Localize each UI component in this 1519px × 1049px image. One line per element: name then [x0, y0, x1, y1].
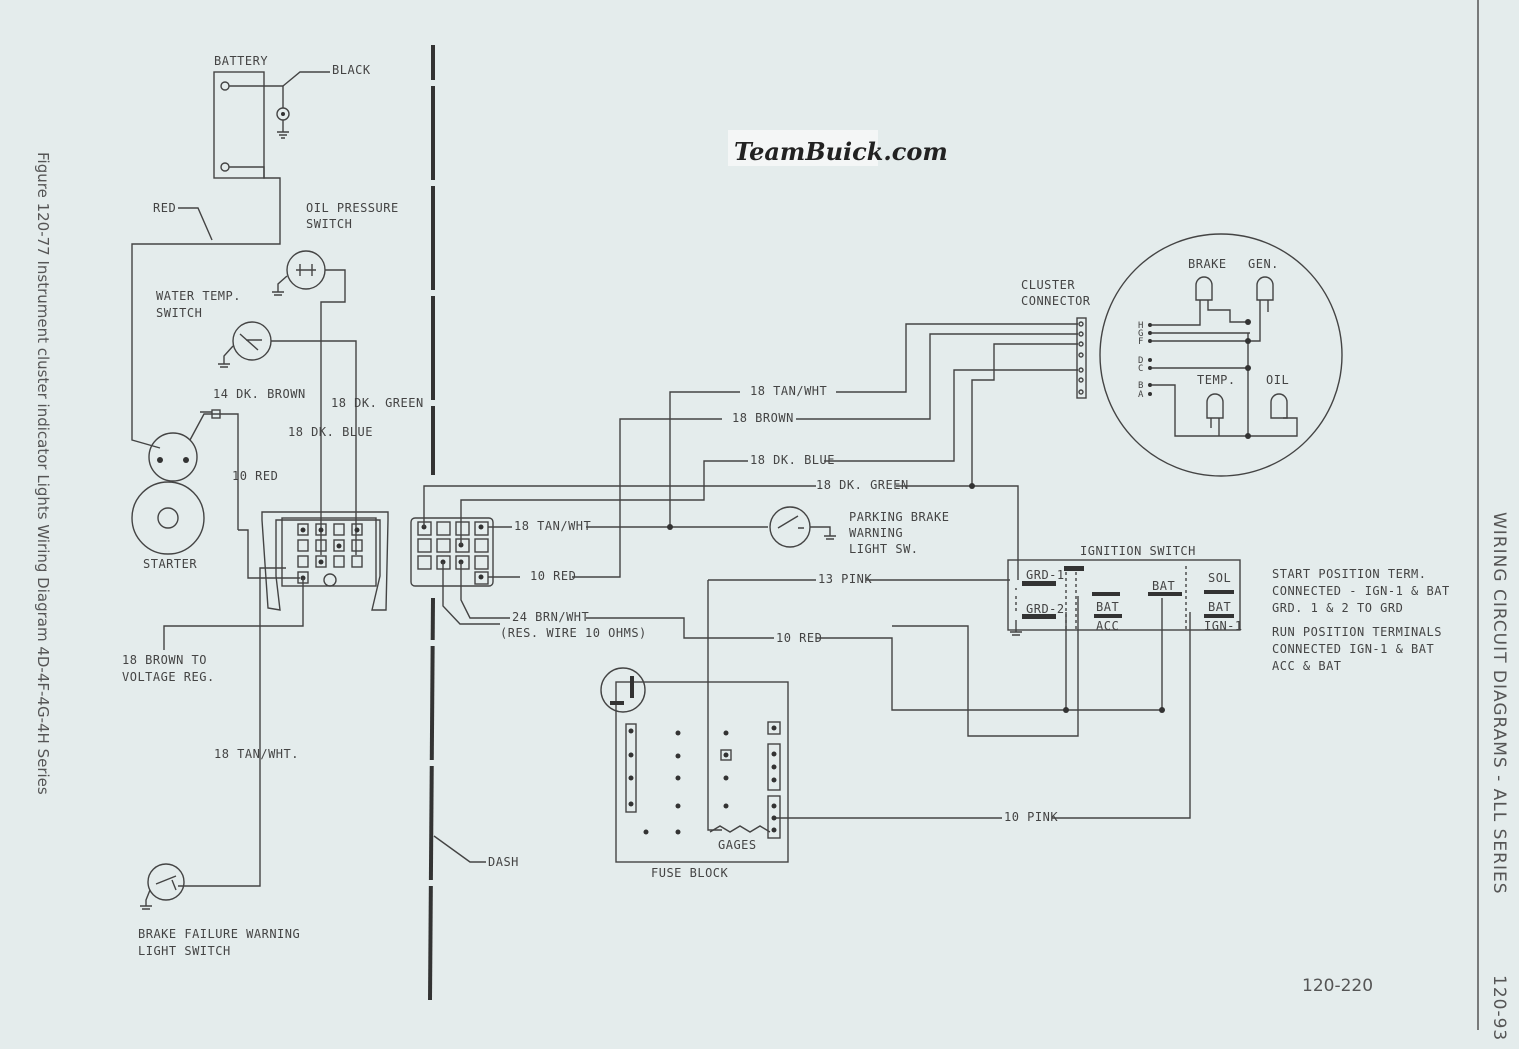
bulkhead-connector-dash	[410, 517, 494, 587]
wire-18-tan-wht-top-label: 18 TAN/WHT	[750, 384, 827, 398]
parking-brake-switch-label-1: PARKING BRAKE	[849, 510, 949, 524]
ign-grd2-label: GRD-2	[1026, 602, 1065, 616]
wire-brown-voltage-reg-label-1: 18 BROWN TO	[122, 653, 207, 667]
wire-24-brn-wht-label-2: (RES. WIRE 10 OHMS)	[500, 626, 647, 640]
ign-bat-ign-label: BAT	[1208, 600, 1231, 614]
cluster-connector	[1076, 317, 1087, 399]
wire-10-pink-label: 10 PINK	[1004, 810, 1058, 824]
parking-brake-switch-label-3: LIGHT SW.	[849, 542, 919, 556]
gages-label: GAGES	[718, 838, 757, 852]
cluster-brake-label: BRAKE	[1188, 257, 1227, 271]
cluster-pin-a: A	[1138, 390, 1144, 400]
oil-pressure-switch	[286, 250, 326, 290]
note-start-3: GRD. 1 & 2 TO GRD	[1272, 601, 1403, 615]
ignition-switch	[1007, 559, 1241, 631]
wire-18-dk-blue-label: 18 DK. BLUE	[750, 453, 835, 467]
cluster-connector-label-1: CLUSTER	[1021, 278, 1075, 292]
cluster-gen-label: GEN.	[1248, 257, 1279, 271]
cluster-pin-f: F	[1138, 337, 1143, 347]
figure-caption: Figure 120-77 Instrument cluster indicat…	[34, 152, 52, 795]
note-run-1: RUN POSITION TERMINALS	[1272, 625, 1442, 639]
note-run-3: ACC & BAT	[1272, 659, 1342, 673]
wire-10-red-lower-label: 10 RED	[776, 631, 822, 645]
battery	[213, 71, 290, 179]
dash-label: DASH	[488, 855, 519, 869]
water-temp-switch-label-1: WATER TEMP.	[156, 289, 241, 303]
wire-10-red-left-label: 10 RED	[232, 469, 278, 483]
wire-18-dk-blue-left-label: 18 DK. BLUE	[288, 425, 373, 439]
wire-18-dk-green-left-label: 18 DK. GREEN	[331, 396, 424, 410]
brake-failure-switch-label-1: BRAKE FAILURE WARNING	[138, 927, 300, 941]
wire-brown-voltage-reg-label-2: VOLTAGE REG.	[122, 670, 215, 684]
brake-failure-switch	[147, 863, 185, 901]
page-number: 120-93	[1489, 975, 1509, 1041]
cluster-pin-c: C	[1138, 364, 1143, 374]
ign-bat-acc-label: BAT	[1096, 600, 1119, 614]
water-temp-switch	[232, 321, 272, 361]
note-run-2: CONNECTED IGN-1 & BAT	[1272, 642, 1434, 656]
wire-14-dk-brown-label: 14 DK. BROWN	[213, 387, 306, 401]
bulkhead-connector-engine	[261, 511, 389, 611]
wire-18-brown-label: 18 BROWN	[732, 411, 794, 425]
cluster-temp-label: TEMP.	[1197, 373, 1236, 387]
parking-brake-switch	[769, 506, 811, 548]
ign-bat-mid-label: BAT	[1152, 579, 1175, 593]
ignition-switch-label: IGNITION SWITCH	[1080, 544, 1196, 558]
wire-13-pink-label: 13 PINK	[818, 572, 872, 586]
fuse-block-label: FUSE BLOCK	[651, 866, 729, 880]
wire-10-red-mid-label: 10 RED	[530, 569, 576, 583]
wire-black-label: BLACK	[332, 63, 371, 77]
fuse-block	[600, 667, 789, 863]
oil-pressure-switch-label-1: OIL PRESSURE	[306, 201, 399, 215]
dash-firewall	[426, 45, 439, 1001]
note-start-2: CONNECTED - IGN-1 & BAT	[1272, 584, 1450, 598]
figure-code: 120-220	[1302, 976, 1373, 996]
side-header: WIRING CIRCUIT DIAGRAMS - ALL SERIES	[1489, 512, 1509, 895]
cluster-connector-label-2: CONNECTOR	[1021, 294, 1091, 308]
ign-grd1-label: GRD-1	[1026, 568, 1065, 582]
svg-text:TeamBuick.com: TeamBuick.com	[734, 137, 948, 166]
starter-label: STARTER	[143, 557, 197, 571]
cluster-pin-d: D	[1138, 356, 1143, 366]
battery-label: BATTERY	[214, 54, 268, 68]
ign-ign1-label: IGN-1	[1204, 619, 1243, 633]
wire-red-label: RED	[153, 201, 176, 215]
wire-18-tan-wht-mid-label: 18 TAN/WHT	[514, 519, 591, 533]
note-start-1: START POSITION TERM.	[1272, 567, 1427, 581]
wire-18-dk-green-label: 18 DK. GREEN	[816, 478, 909, 492]
wire-18-tan-wht-left-label: 18 TAN/WHT.	[214, 747, 299, 761]
instrument-cluster	[1099, 233, 1343, 477]
ign-acc-label: ACC	[1096, 619, 1119, 633]
starter	[131, 432, 205, 555]
oil-pressure-switch-label-2: SWITCH	[306, 217, 352, 231]
water-temp-switch-label-2: SWITCH	[156, 306, 202, 320]
logo: TeamBuick.com	[728, 130, 948, 166]
wire-24-brn-wht-label-1: 24 BRN/WHT	[512, 610, 589, 624]
parking-brake-switch-label-2: WARNING	[849, 526, 903, 540]
brake-failure-switch-label-2: LIGHT SWITCH	[138, 944, 231, 958]
cluster-pin-b: B	[1138, 381, 1143, 391]
ign-sol-label: SOL	[1208, 571, 1231, 585]
cluster-pin-g: G	[1138, 329, 1143, 339]
cluster-oil-label: OIL	[1266, 373, 1289, 387]
cluster-pin-h: H	[1138, 321, 1143, 331]
